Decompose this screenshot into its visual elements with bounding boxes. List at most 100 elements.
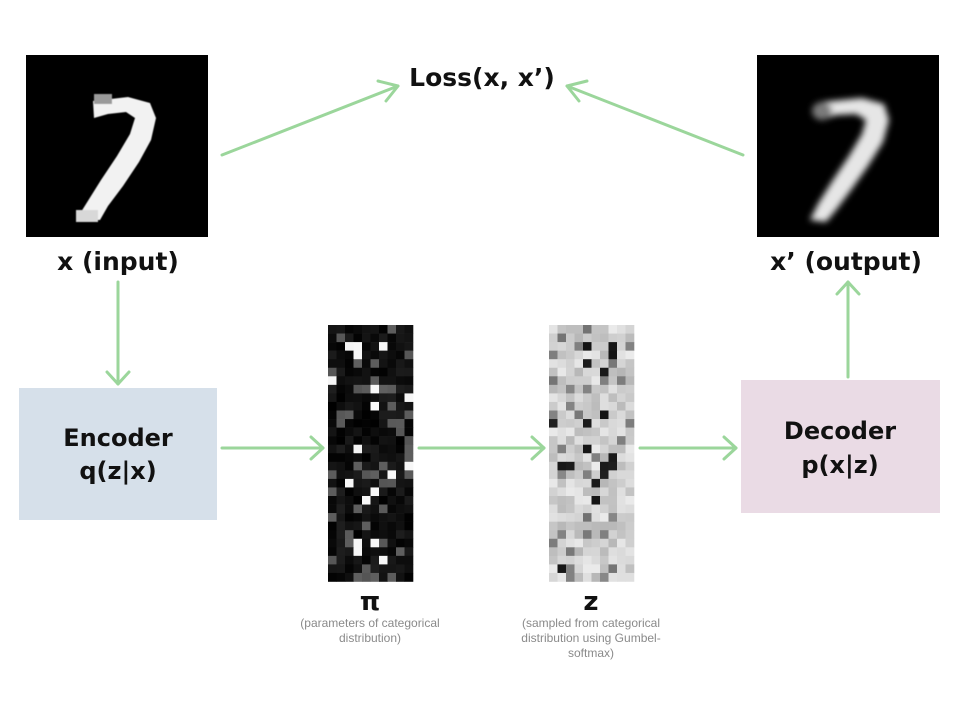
matrix-cell: [566, 572, 575, 582]
matrix-cell: [600, 555, 609, 565]
matrix-cell: [328, 478, 337, 488]
matrix-cell: [396, 547, 405, 557]
matrix-cell: [566, 436, 575, 445]
output-image: [757, 55, 939, 237]
matrix-cell: [328, 496, 337, 505]
matrix-cell: [336, 530, 346, 540]
matrix-cell: [617, 350, 626, 360]
matrix-cell: [353, 350, 363, 360]
matrix-cell: [549, 350, 558, 360]
matrix-cell: [566, 410, 575, 420]
matrix-cell: [600, 436, 609, 445]
matrix-cell: [328, 461, 337, 471]
matrix-cell: [591, 427, 601, 437]
matrix-cell: [387, 444, 397, 454]
matrix-cell: [328, 342, 337, 351]
matrix-cell: [396, 427, 405, 437]
matrix-cell: [549, 367, 558, 377]
matrix-cell: [336, 496, 346, 505]
matrix-cell: [404, 478, 414, 488]
matrix-cell: [353, 384, 363, 394]
matrix-cell: [362, 333, 371, 343]
matrix-cell: [566, 444, 575, 454]
matrix-cell: [362, 538, 371, 548]
matrix-cell: [404, 419, 414, 428]
matrix-cell: [617, 530, 626, 540]
matrix-cell: [379, 393, 388, 403]
matrix-cell: [600, 427, 609, 437]
matrix-cell: [557, 547, 567, 557]
matrix-cell: [379, 538, 388, 548]
matrix-cell: [583, 419, 592, 428]
matrix-cell: [566, 461, 575, 471]
matrix-cell: [549, 564, 558, 574]
matrix-cell: [617, 496, 626, 505]
matrix-cell: [608, 384, 618, 394]
matrix-cell: [617, 376, 626, 386]
decoder-formula: p(x|z): [801, 451, 878, 479]
matrix-cell: [566, 401, 575, 411]
matrix-cell: [345, 572, 354, 582]
matrix-cell: [396, 444, 405, 454]
matrix-cell: [362, 564, 371, 574]
matrix-cell: [379, 555, 388, 565]
matrix-cell: [379, 359, 388, 369]
matrix-cell: [396, 359, 405, 369]
matrix-cell: [345, 547, 354, 557]
matrix-cell: [328, 530, 337, 540]
matrix-cell: [566, 333, 575, 343]
matrix-cell: [353, 325, 363, 334]
matrix-cell: [625, 547, 635, 557]
matrix-cell: [600, 444, 609, 454]
matrix-cell: [591, 401, 601, 411]
matrix-cell: [591, 410, 601, 420]
matrix-cell: [396, 564, 405, 574]
matrix-cell: [404, 487, 414, 497]
matrix-cell: [617, 487, 626, 497]
matrix-cell: [345, 530, 354, 540]
matrix-cell: [345, 564, 354, 574]
matrix-cell: [353, 564, 363, 574]
matrix-cell: [557, 504, 567, 514]
matrix-cell: [345, 538, 354, 548]
matrix-cell: [353, 376, 363, 386]
matrix-cell: [625, 359, 635, 369]
matrix-cell: [600, 419, 609, 428]
matrix-cell: [566, 350, 575, 360]
matrix-cell: [583, 461, 592, 471]
matrix-cell: [328, 350, 337, 360]
matrix-cell: [557, 333, 567, 343]
matrix-cell: [353, 401, 363, 411]
matrix-cell: [396, 333, 405, 343]
matrix-cell: [328, 572, 337, 582]
matrix-cell: [362, 325, 371, 334]
matrix-cell: [583, 547, 592, 557]
arrow-z-to-decoder: [638, 435, 738, 461]
matrix-cell: [328, 470, 337, 480]
matrix-cell: [370, 547, 380, 557]
matrix-cell: [370, 487, 380, 497]
matrix-cell: [583, 521, 592, 531]
matrix-cell: [353, 333, 363, 343]
matrix-cell: [608, 513, 618, 522]
matrix-cell: [608, 496, 618, 505]
matrix-cell: [353, 547, 363, 557]
matrix-cell: [583, 333, 592, 343]
matrix-cell: [574, 572, 584, 582]
matrix-cell: [591, 444, 601, 454]
arrow-input-to-encoder: [105, 280, 131, 386]
matrix-cell: [362, 513, 371, 522]
matrix-cell: [370, 470, 380, 480]
matrix-cell: [566, 478, 575, 488]
matrix-cell: [583, 393, 592, 403]
matrix-cell: [608, 410, 618, 420]
matrix-cell: [404, 333, 414, 343]
matrix-cell: [370, 401, 380, 411]
matrix-cell: [396, 513, 405, 522]
matrix-cell: [608, 393, 618, 403]
matrix-cell: [379, 496, 388, 505]
matrix-cell: [404, 427, 414, 437]
matrix-cell: [617, 470, 626, 480]
matrix-cell: [353, 359, 363, 369]
matrix-cell: [379, 444, 388, 454]
